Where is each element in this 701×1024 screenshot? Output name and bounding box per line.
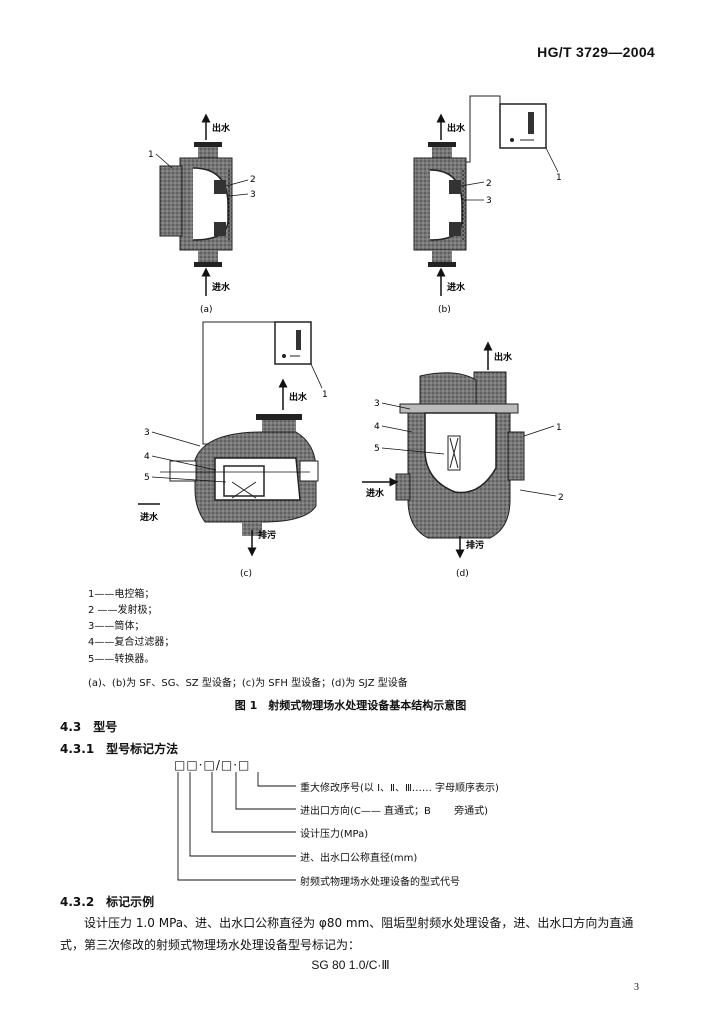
callout-3-c: 3 xyxy=(144,428,150,438)
callout-2-a: 2 xyxy=(250,175,256,185)
callout-1-b: 1 xyxy=(556,173,562,183)
model-code-template: □□·□/□·□ xyxy=(174,758,251,772)
drain-label-d: 排污 xyxy=(466,539,484,551)
legend-item-3: 3——筒体； xyxy=(88,621,145,632)
inlet-label-b: 进水 xyxy=(447,281,466,293)
callout-4-d: 4 xyxy=(374,422,380,432)
example-text-line-1: 设计压力 1.0 MPa、进、出水口公称直径为 φ80 mm、阻垢型射频水处理设… xyxy=(84,916,634,930)
legend-item-4: 4——复合过滤器； xyxy=(88,637,175,648)
callout-5-c: 5 xyxy=(144,473,150,483)
inlet-label-d: 进水 xyxy=(366,487,385,499)
figure-note: (a)、(b)为 SF、SG、SZ 型设备；(c)为 SFH 型设备；(d)为 … xyxy=(88,678,408,689)
inlet-label-a: 进水 xyxy=(212,281,231,293)
callout-1-a: 1 xyxy=(148,150,154,160)
subfigure-b: 出水 1 进水 2 3 (b) xyxy=(413,95,562,315)
model-item-pressure: 设计压力(MPa) xyxy=(300,829,369,840)
heading-4-3-1: 4.3.1 型号标记方法 xyxy=(60,742,179,756)
model-item-direction: 进出口方向(C—— 直通式；B 旁通式) xyxy=(300,806,489,817)
callout-2-b: 2 xyxy=(486,179,492,189)
caption-d: (d) xyxy=(456,569,469,579)
callout-3-d: 3 xyxy=(374,399,380,409)
callout-5-d: 5 xyxy=(374,444,380,454)
drain-label-c: 排污 xyxy=(258,529,276,541)
subfigure-c: 1 出水 排污 进水 3 4 5 (c) xyxy=(138,321,328,579)
callout-3-a: 3 xyxy=(250,190,256,200)
caption-c: (c) xyxy=(240,569,252,579)
heading-4-3-2: 4.3.2 标记示例 xyxy=(60,895,155,909)
outlet-label-c: 出水 xyxy=(289,391,308,403)
subfigure-a: 出水 进水 1 2 3 (a) xyxy=(148,113,256,315)
structure-figure: 出水 进水 1 2 3 (a) 出水 1 xyxy=(138,95,564,579)
legend-item-2: 2 ——发射极； xyxy=(88,605,158,616)
example-model-code: SG 80 1.0/C·Ⅲ xyxy=(311,958,390,972)
model-item-type-code: 射频式物理场水处理设备的型式代号 xyxy=(300,877,460,888)
callout-1-d: 1 xyxy=(556,423,562,433)
inlet-label-c: 进水 xyxy=(140,511,159,523)
caption-a: (a) xyxy=(200,305,213,315)
page-number: 3 xyxy=(634,982,639,993)
figure-title: 图 1 射频式物理场水处理设备基本结构示意图 xyxy=(234,699,467,712)
outlet-label-a: 出水 xyxy=(212,122,231,134)
model-item-diameter: 进、出水口公称直径(mm) xyxy=(300,853,418,864)
callout-4-c: 4 xyxy=(144,452,150,462)
standard-number: HG/T 3729—2004 xyxy=(537,44,655,60)
subfigure-d: 出水 进水 排污 3 4 5 1 2 (d) xyxy=(362,341,564,579)
example-text-line-2: 式，第三次修改的射频式物理场水处理设备型号标记为： xyxy=(60,938,361,952)
callout-3-b: 3 xyxy=(486,196,492,206)
callout-1-c: 1 xyxy=(322,390,328,400)
legend-item-1: 1——电控箱； xyxy=(88,589,155,600)
model-item-revision: 重大修改序号(以 Ⅰ、Ⅱ、Ⅲ…… 字母顺序表示) xyxy=(300,783,499,794)
outlet-label-d: 出水 xyxy=(494,351,513,363)
callout-2-d: 2 xyxy=(558,493,564,503)
legend-item-5: 5——转换器。 xyxy=(88,654,155,665)
heading-4-3: 4.3 型号 xyxy=(60,720,118,734)
outlet-label-b: 出水 xyxy=(447,122,466,134)
caption-b: (b) xyxy=(438,305,451,315)
